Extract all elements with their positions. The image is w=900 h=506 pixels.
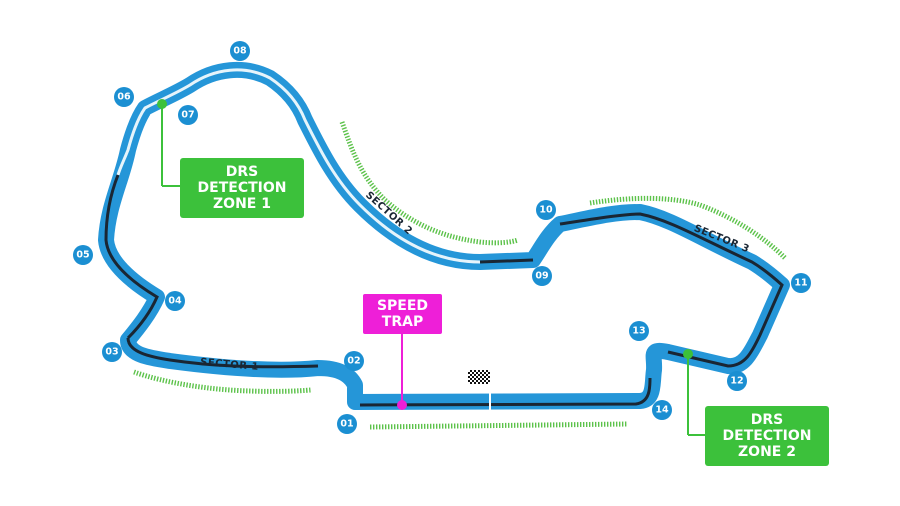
turn-number: 11	[794, 278, 807, 289]
drs-line-sector2-end	[479, 258, 534, 264]
drs-zone-1-line-3: ZONE 1	[213, 196, 271, 212]
turn-marker: 11	[791, 273, 811, 293]
turn-markers: 01 02 03 04 05 06 07 08 09 10 11 12 13 1…	[73, 41, 811, 434]
speed-trap-point	[397, 400, 407, 410]
drs-zone-2-line-2: DETECTION	[722, 428, 812, 444]
drs-zone-1-line-2: DETECTION	[197, 180, 287, 196]
drs-line-sector1	[126, 337, 319, 369]
turn-marker: 10	[536, 200, 556, 220]
turn-number: 14	[655, 405, 669, 416]
runoff-strip-sector3	[589, 195, 787, 260]
speed-trap-box: SPEED TRAP	[363, 294, 442, 334]
turn-number: 04	[168, 296, 182, 307]
turn-marker: 12	[727, 371, 747, 391]
speed-trap-line-2: TRAP	[381, 314, 424, 330]
turn-number: 08	[233, 46, 247, 57]
turn-marker: 08	[230, 41, 250, 61]
turn-number: 05	[76, 250, 89, 261]
turn-number: 09	[535, 271, 548, 282]
runoff-strip-sector2	[339, 121, 519, 246]
drs-line-sector3	[559, 212, 784, 368]
turn-marker: 05	[73, 245, 93, 265]
turn-number: 07	[181, 110, 194, 121]
turn-marker: 04	[165, 291, 185, 311]
sector-1-label: SECTOR 1	[200, 357, 260, 373]
runoff-strips	[133, 121, 787, 430]
drs-detection-point-1	[157, 99, 167, 109]
drs-line-main-straight	[359, 377, 652, 407]
runoff-strip-sector1	[133, 369, 312, 394]
drs-zone-2-line-1: DRS	[750, 412, 784, 428]
turn-marker: 13	[629, 321, 649, 341]
turn-number: 02	[347, 356, 360, 367]
turn-marker: 01	[337, 414, 357, 434]
checkered-flag-icon	[468, 370, 490, 384]
turn-number: 06	[117, 92, 131, 103]
turn-marker: 06	[114, 87, 134, 107]
track-inner-line	[116, 68, 481, 264]
turn-marker: 02	[344, 351, 364, 371]
turn-marker: 14	[652, 400, 672, 420]
speed-trap-line-1: SPEED	[376, 298, 429, 314]
drs-detection-point-2	[683, 349, 693, 359]
turn-number: 13	[632, 326, 645, 337]
drs-line-left	[104, 174, 159, 340]
turn-marker: 07	[178, 105, 198, 125]
turn-number: 12	[730, 376, 743, 387]
turn-number: 03	[105, 347, 118, 358]
drs-lines	[104, 174, 784, 407]
turn-number: 01	[340, 419, 353, 430]
drs-zone-2-line-3: ZONE 2	[738, 444, 796, 460]
turn-number: 10	[539, 205, 553, 216]
drs-zone-1-line-1: DRS	[225, 164, 259, 180]
turn-marker: 03	[102, 342, 122, 362]
turn-marker: 09	[532, 266, 552, 286]
drs-detection-zone-1-box: DRS DETECTION ZONE 1	[180, 158, 304, 218]
runoff-strip-main	[369, 421, 629, 430]
drs-detection-zone-2-box: DRS DETECTION ZONE 2	[705, 406, 829, 466]
